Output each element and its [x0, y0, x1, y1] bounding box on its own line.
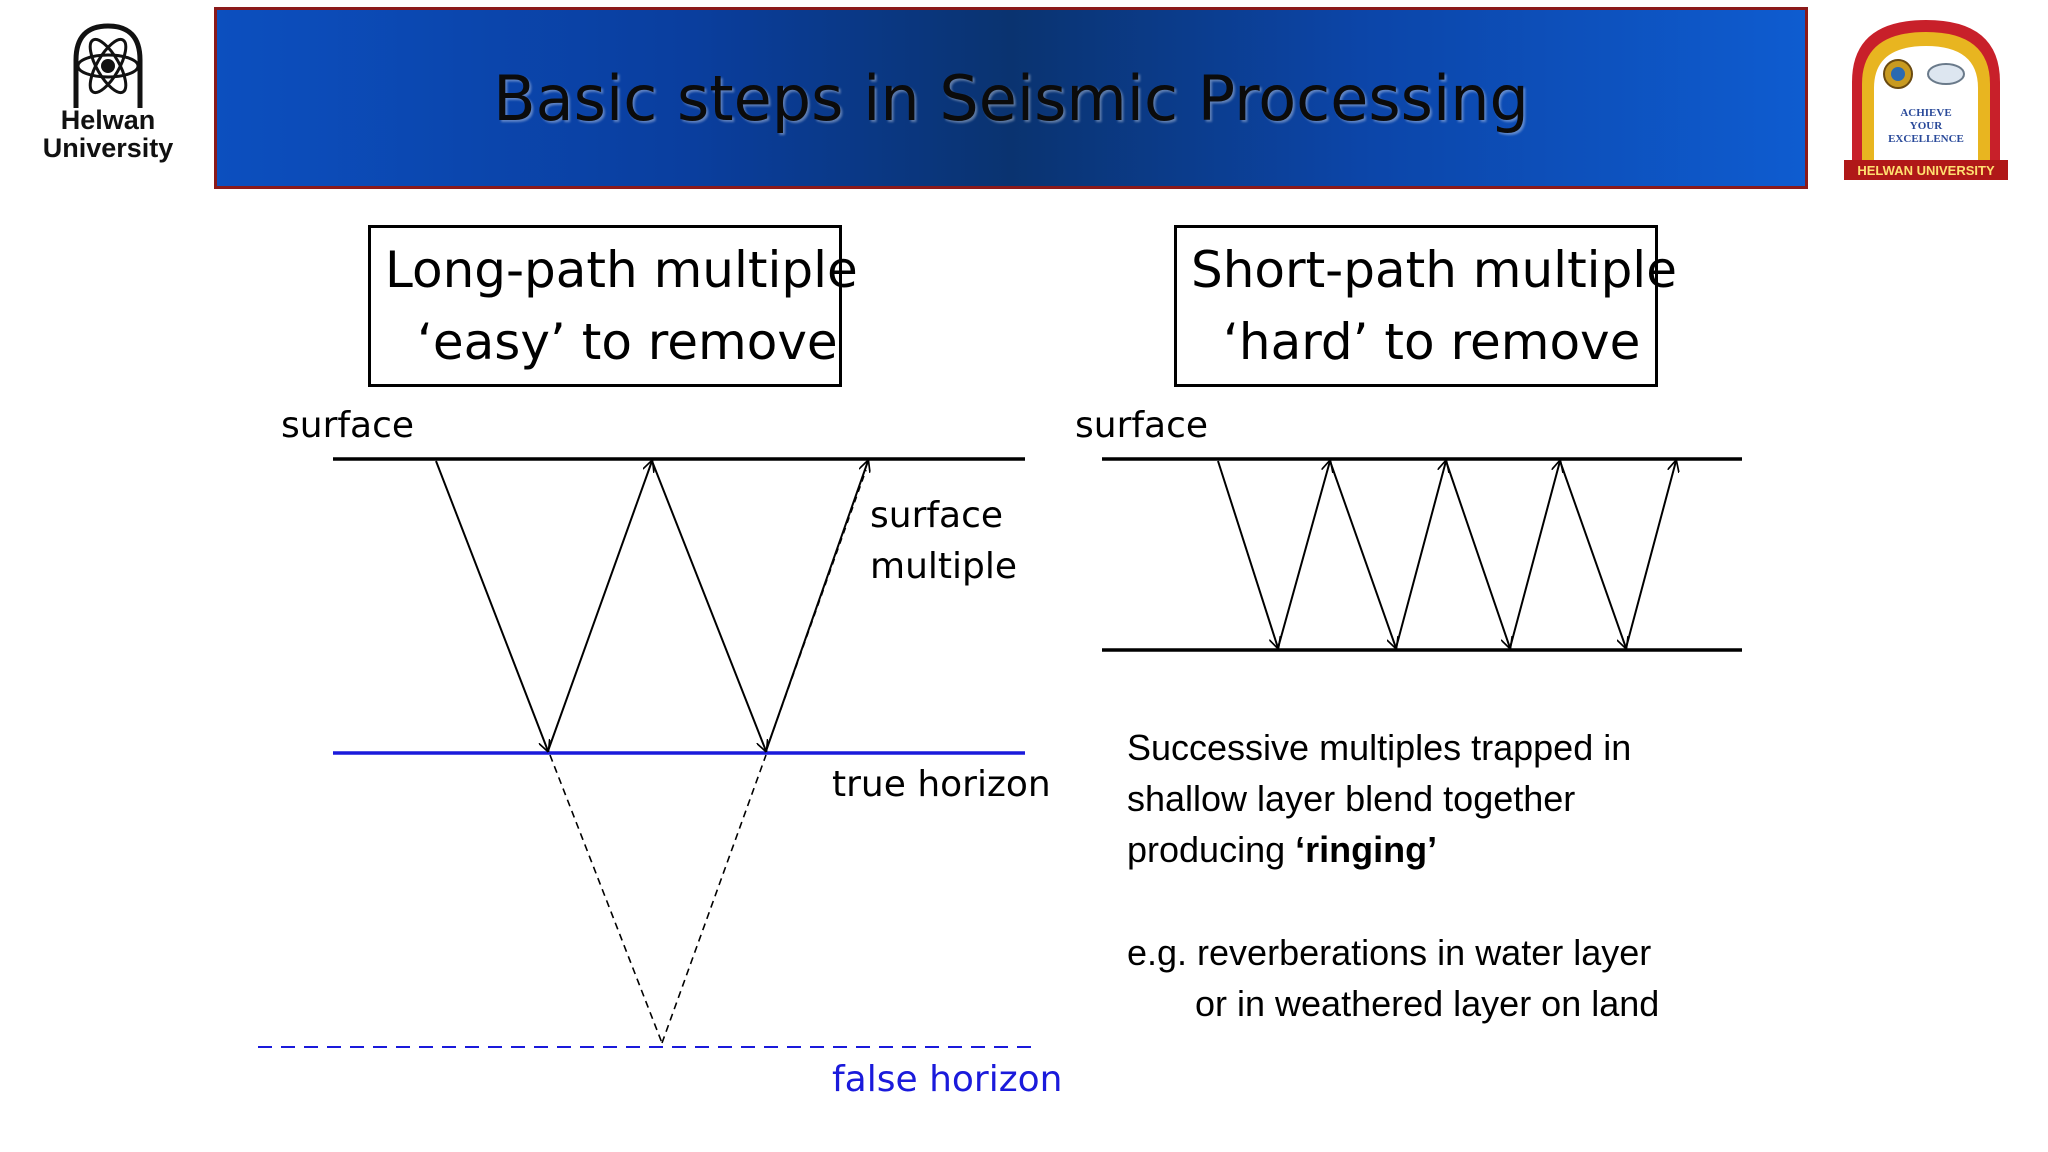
right-surface-label: surface: [1075, 405, 1209, 446]
apparent-ray: [661, 754, 767, 1044]
logo-name-line2: University: [42, 133, 174, 163]
ringing-term: ‘ringing’: [1295, 829, 1438, 870]
helwan-university-logo: Helwan University: [28, 20, 188, 170]
description-line2: shallow layer blend together: [1127, 778, 1576, 819]
ray-segment: [1445, 460, 1510, 648]
long-path-box-line1: Long-path multiple: [385, 241, 858, 299]
description-line1: Successive multiples trapped in: [1127, 727, 1632, 768]
apparent-ray: [765, 469, 867, 752]
ray-segment: [435, 460, 548, 751]
example-line2: or in weathered layer on land: [1195, 983, 1660, 1024]
ray-segment: [1217, 460, 1278, 648]
surface-multiple-label-line1: surface: [870, 495, 1004, 536]
ray-segment: [1559, 460, 1626, 648]
true-horizon-label: true horizon: [832, 764, 1051, 805]
short-path-box-line1: Short-path multiple: [1191, 241, 1677, 299]
society-arch-icon: ACHIEVE YOUR EXCELLENCE HELWAN UNIVERSIT…: [1844, 20, 2008, 180]
atom-arch-icon: [73, 23, 143, 108]
ray-segment: [765, 461, 868, 752]
ray-segment: [1277, 461, 1330, 649]
title-banner: Basic steps in Seismic Processing: [214, 7, 1808, 189]
ray-segment: [1509, 461, 1560, 649]
description-line3: producing ‘ringing’: [1127, 824, 1437, 875]
long-path-box-line2: ‘easy’ to remove: [417, 313, 838, 371]
ray-segment: [547, 461, 652, 752]
short-path-box: Short-path multiple ‘hard’ to remove: [1174, 225, 1677, 387]
short-path-box-line2: ‘hard’ to remove: [1223, 313, 1641, 371]
left-surface-label: surface: [281, 405, 415, 446]
logo-name-line1: Helwan: [60, 105, 156, 135]
example-line1: e.g. reverberations in water layer: [1127, 932, 1652, 973]
ray-segment: [1329, 460, 1396, 648]
apparent-ray: [549, 754, 663, 1044]
ray-segment: [1625, 461, 1676, 649]
false-horizon-label: false horizon: [832, 1059, 1063, 1100]
ray-segment: [651, 460, 766, 751]
page-title: Basic steps in Seismic Processing: [493, 61, 1529, 135]
logo-text-line1: ACHIEVE: [1900, 107, 1951, 119]
logo-text-line3: EXCELLENCE: [1888, 133, 1964, 145]
ray-segment: [1395, 461, 1446, 649]
logo-text-line2: YOUR: [1910, 120, 1943, 132]
description-line3-prefix: producing: [1127, 829, 1296, 870]
aapg-seg-logo: ACHIEVE YOUR EXCELLENCE HELWAN UNIVERSIT…: [1840, 12, 2012, 182]
long-path-box: Long-path multiple ‘easy’ to remove: [368, 225, 858, 387]
surface-multiple-label-line2: multiple: [870, 546, 1018, 587]
logo-banner-text: HELWAN UNIVERSITY: [1857, 163, 1995, 178]
